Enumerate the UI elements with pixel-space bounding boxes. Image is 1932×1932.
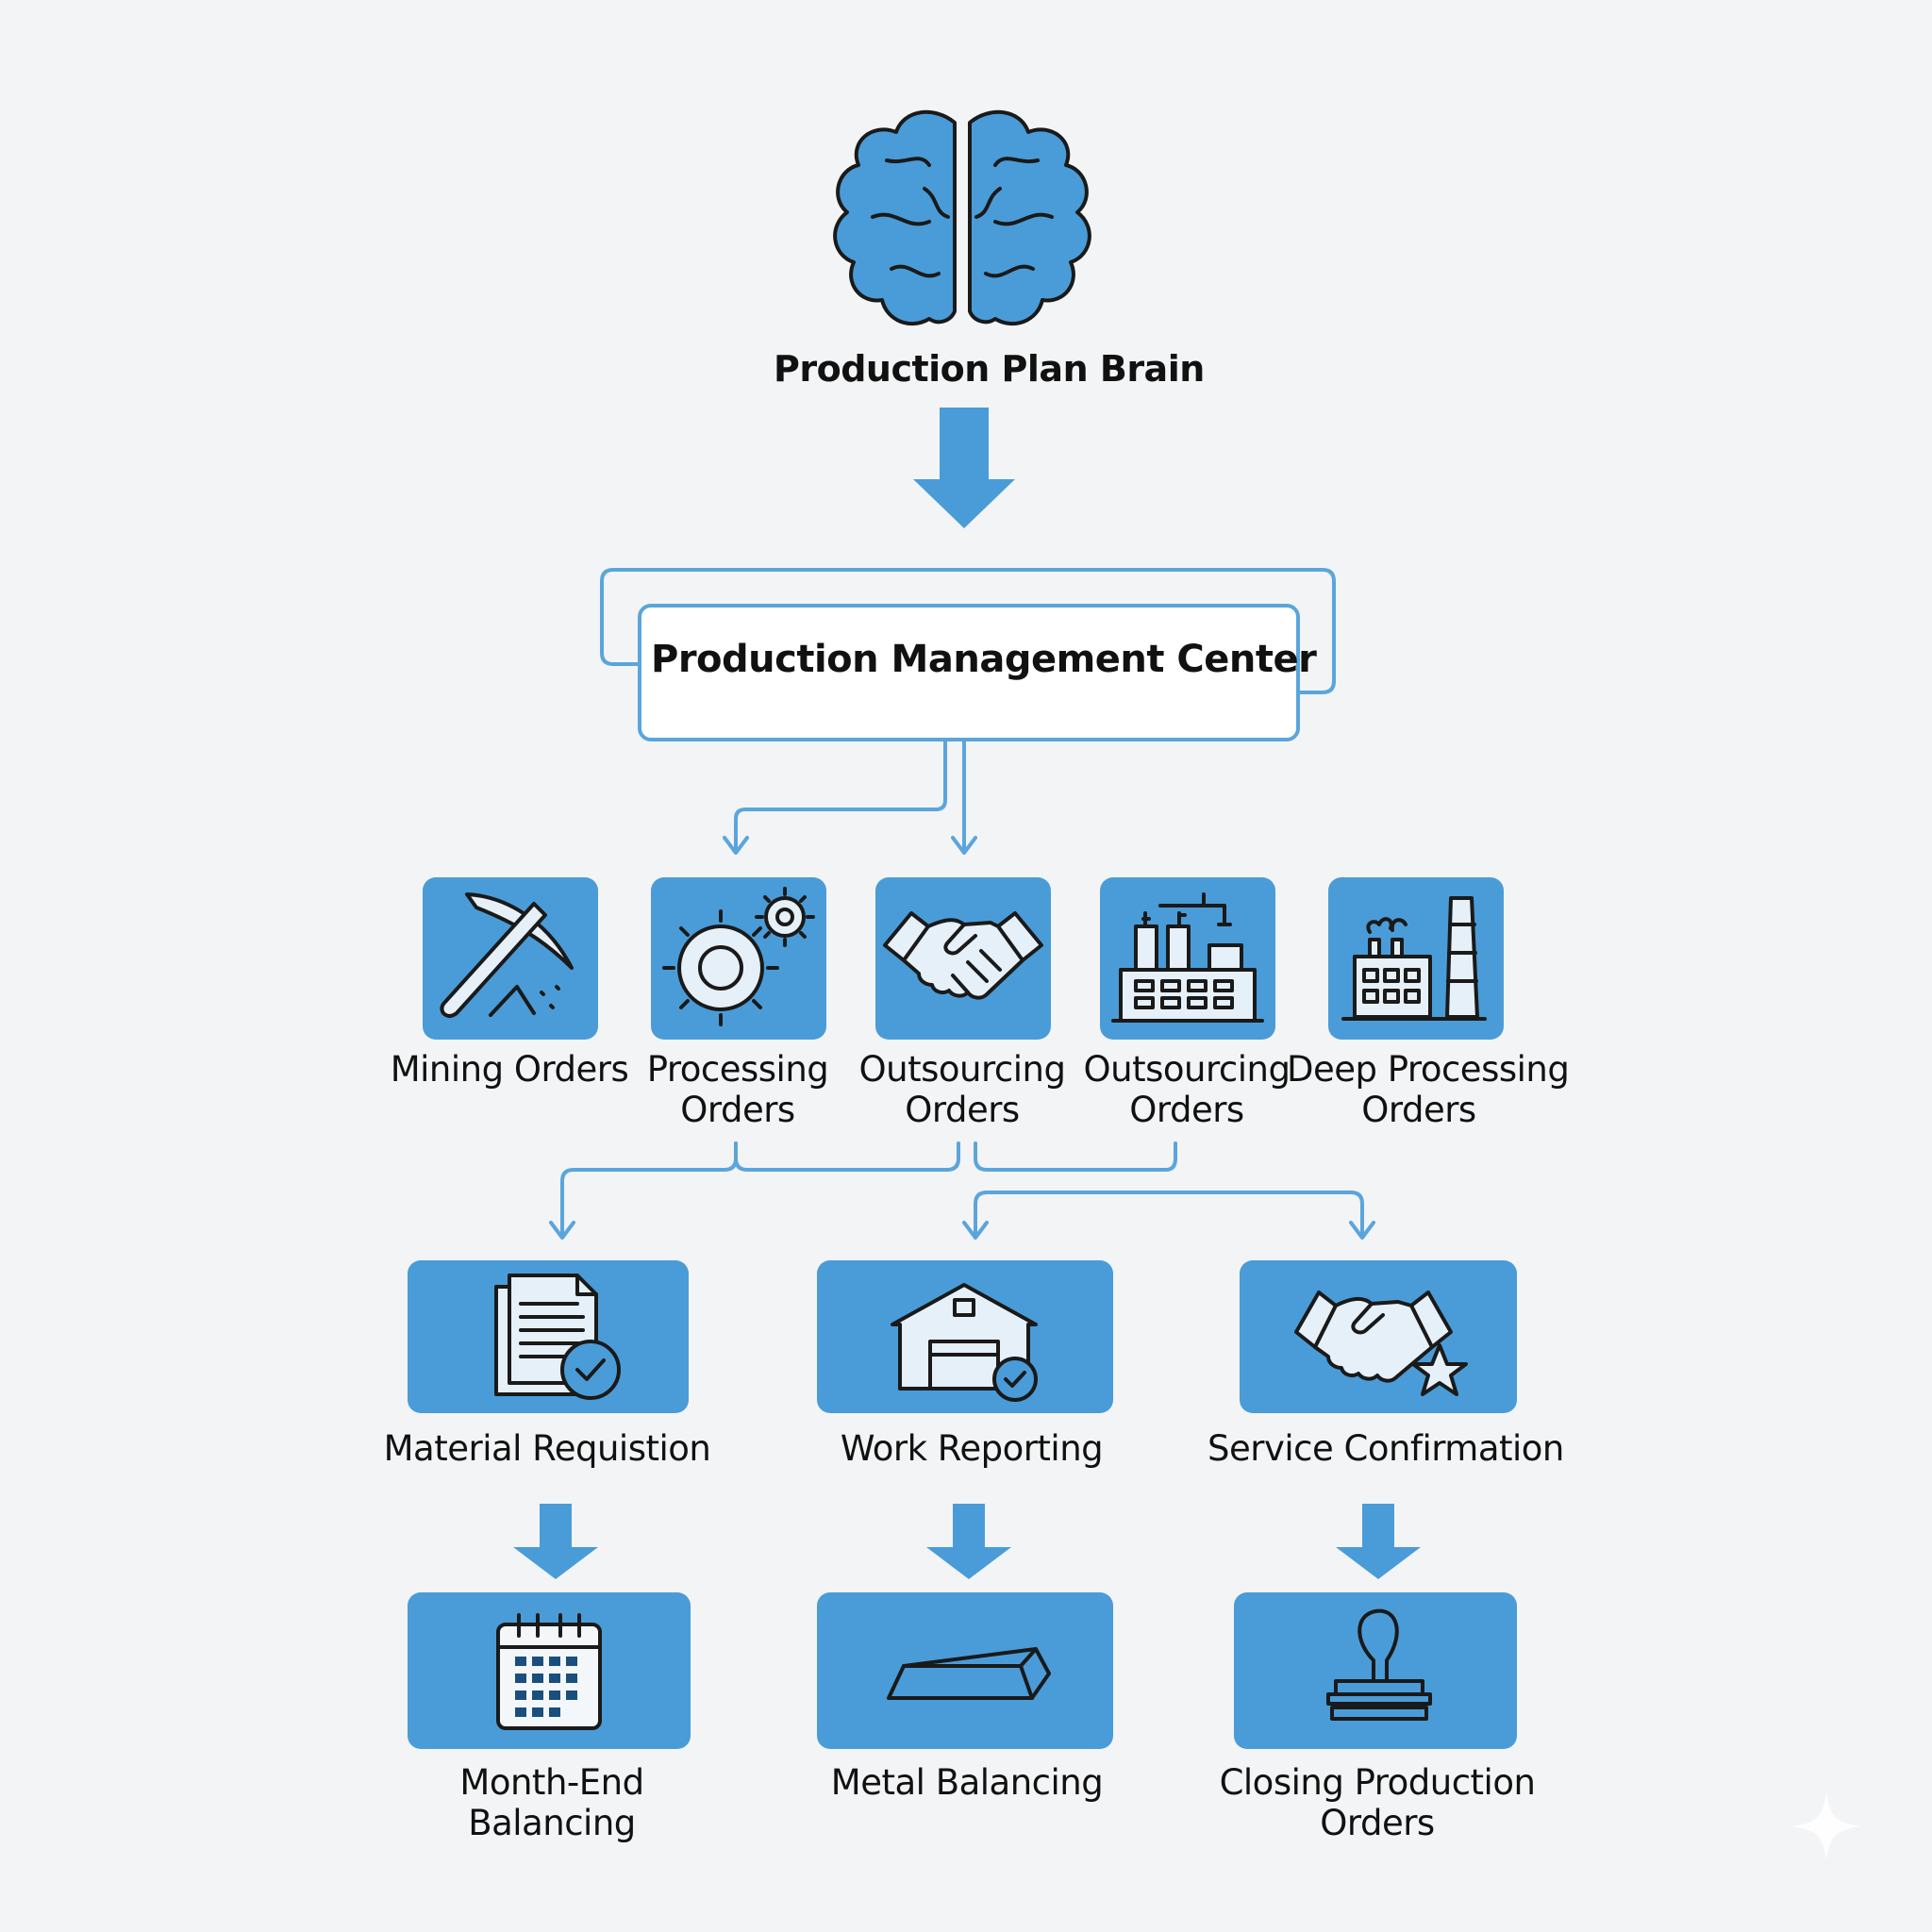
gears-icon <box>662 887 815 1026</box>
connector-center-to-processing <box>723 740 947 855</box>
label-line: Orders <box>1361 1090 1476 1130</box>
connector-merge-row1-right <box>974 1141 1177 1172</box>
metal-balancing-label[interactable]: Metal Balancing <box>811 1762 1123 1803</box>
month-end-balancing-label[interactable]: Month-End Balancing <box>396 1762 708 1843</box>
label-line: Orders <box>680 1090 795 1130</box>
connector-to-work-reporting <box>962 1191 1375 1240</box>
stamp-icon <box>1326 1608 1432 1721</box>
mining-orders-label[interactable]: Mining Orders <box>387 1049 632 1090</box>
label-line: Mining Orders <box>390 1049 629 1090</box>
handshake-star-icon <box>1294 1291 1468 1396</box>
processing-orders-label[interactable]: Processing Orders <box>615 1049 860 1130</box>
flow-arrow-down <box>913 408 1015 528</box>
handshake-icon <box>883 911 1043 1000</box>
label-line: Deep Processing <box>1287 1049 1570 1090</box>
outsourcing-orders-factory-label[interactable]: Outsourcing Orders <box>1064 1049 1309 1130</box>
closing-production-orders-label[interactable]: Closing Production Orders <box>1208 1762 1547 1843</box>
deep-processing-orders-label[interactable]: Deep Processing Orders <box>1287 1049 1570 1130</box>
center-box <box>638 604 1300 741</box>
label-line: Outsourcing <box>1083 1049 1291 1090</box>
label-line: Month-End <box>459 1762 644 1803</box>
connector-center-to-outsourcing <box>951 740 977 855</box>
brain-label: Production Plan Brain <box>774 348 1205 390</box>
material-requisition-label[interactable]: Material Requistion <box>383 1428 711 1469</box>
label-line: Balancing <box>468 1803 636 1843</box>
outsourcing-orders-label[interactable]: Outsourcing Orders <box>840 1049 1085 1130</box>
label-line: Orders <box>1320 1803 1435 1843</box>
label-line: Metal Balancing <box>830 1762 1104 1803</box>
service-confirmation-label[interactable]: Service Confirmation <box>1208 1428 1564 1469</box>
work-reporting-label[interactable]: Work Reporting <box>840 1428 1104 1469</box>
sparkle-icon <box>1792 1792 1860 1860</box>
label-line: Outsourcing <box>858 1049 1066 1090</box>
connector-merge-row1 <box>734 1141 960 1172</box>
flow-arrow-down <box>513 1504 598 1579</box>
label-line: Closing Production <box>1219 1762 1536 1803</box>
connector-processing-to-requisition <box>549 1141 738 1240</box>
pickaxe-icon <box>440 892 574 1018</box>
metal-ingot-icon <box>887 1647 1051 1700</box>
center-box-backplate <box>600 568 1336 694</box>
factory-icon <box>1111 892 1264 1023</box>
center-label: Production Management Center <box>651 638 1317 681</box>
label-line: Orders <box>905 1090 1020 1130</box>
calendar-icon <box>496 1613 602 1730</box>
label-line: Processing <box>646 1049 829 1090</box>
flow-arrow-down <box>926 1504 1011 1579</box>
label-line: Orders <box>1129 1090 1244 1130</box>
warehouse-check-icon <box>891 1283 1038 1402</box>
chimney-factory-icon <box>1341 896 1487 1021</box>
flow-arrow-down <box>1336 1504 1421 1579</box>
document-check-icon <box>494 1274 621 1400</box>
brain-icon <box>833 109 1091 326</box>
